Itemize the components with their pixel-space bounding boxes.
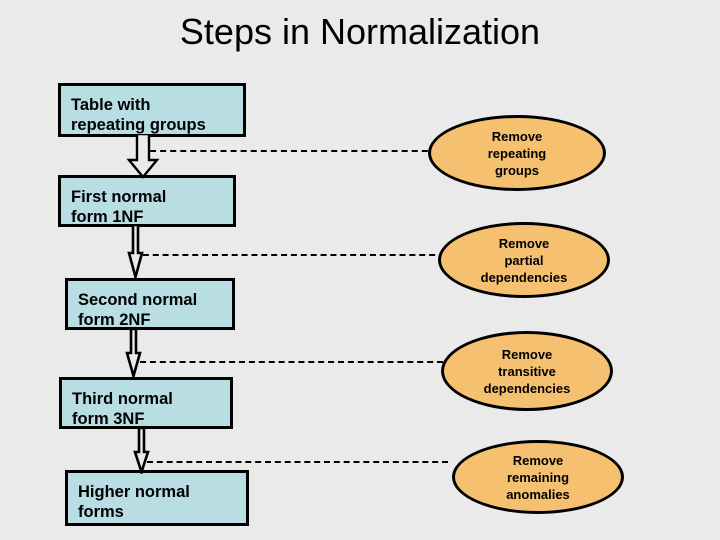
action-text: Remove transitive dependencies [484,346,571,397]
arrow-connector-2nf [126,225,148,281]
action-text: Remove remaining anomalies [506,452,570,503]
arrow-connector-higher-forms [132,428,154,474]
stage-line-2: repeating groups [71,116,206,134]
stage-box-table-repeating-groups[interactable]: Table with repeating groups [58,83,246,137]
dashed-link-to-remove-transitive-dependencies [140,361,443,363]
stage-line-2: form 3NF [72,410,145,428]
dashed-link-to-remove-remaining-anomalies [147,461,448,463]
action-ellipse-remove-repeating-groups[interactable]: Remove repeating groups [428,115,606,191]
arrow-connector-1nf [126,134,160,179]
action-line-3: dependencies [480,269,568,285]
action-ellipse-remove-partial-dependencies[interactable]: Remove partial dependencies [438,222,610,298]
stage-line-1: Second normal [78,291,198,309]
stage-line-1: First normal [71,188,167,206]
stage-line-1: Higher normal [78,483,190,501]
arrow-connector-3nf [124,329,146,379]
action-line-3: groups [494,162,540,178]
action-text: Remove repeating groups [488,128,547,179]
stage-line-1: Third normal [72,390,173,408]
dashed-link-to-remove-partial-dependencies [133,254,445,256]
action-line-1: Remove [498,235,550,251]
action-text: Remove partial dependencies [481,235,568,286]
stage-box-higher-normal-forms[interactable]: Higher normal forms [65,470,249,526]
page-title: Steps in Normalization [179,11,541,52]
action-line-3: anomalies [506,486,570,502]
stage-line-1: Table with [71,96,151,114]
stage-line-2: forms [78,503,124,521]
action-line-1: Remove [501,346,553,362]
action-line-1: Remove [491,128,543,144]
action-line-2: transitive [498,363,556,379]
dashed-link-to-remove-repeating-groups [140,150,458,152]
action-line-2: partial [504,252,544,268]
action-line-2: repeating [487,145,547,161]
action-ellipse-remove-transitive-dependencies[interactable]: Remove transitive dependencies [441,331,613,411]
action-line-1: Remove [512,452,564,468]
stage-line-2: form 2NF [78,311,151,329]
action-line-3: dependencies [483,380,571,396]
action-line-2: remaining [506,469,570,485]
stage-line-2: form 1NF [71,208,144,226]
stage-box-third-normal-form[interactable]: Third normal form 3NF [59,377,233,429]
stage-box-first-normal-form[interactable]: First normal form 1NF [58,175,236,227]
stage-box-second-normal-form[interactable]: Second normal form 2NF [65,278,235,330]
action-ellipse-remove-remaining-anomalies[interactable]: Remove remaining anomalies [452,440,624,514]
